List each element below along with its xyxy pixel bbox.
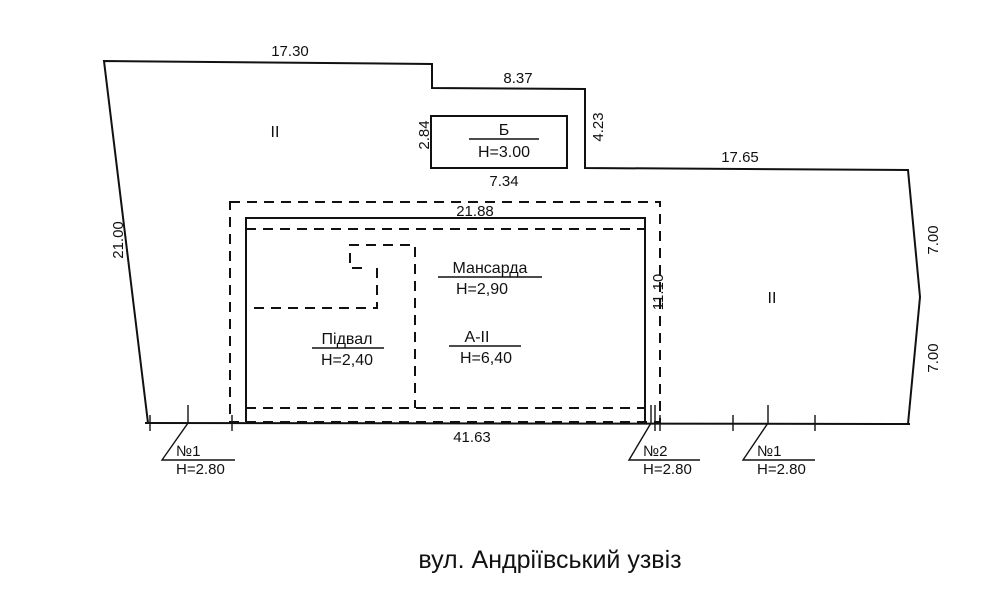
baseline [144, 422, 911, 425]
dim-step-right: 4.23 [590, 112, 607, 141]
svg-text:№2: №2 [643, 443, 667, 460]
dim-bottom: 41.63 [453, 429, 491, 446]
main-name: А-ІІ [465, 329, 490, 346]
dim-left: 21.00 [110, 221, 127, 259]
main-height: H=6,40 [460, 350, 512, 367]
shed-outline [430, 115, 568, 169]
dim-shed-height: 2.84 [416, 120, 433, 149]
building-setback-dashed [229, 201, 661, 423]
elevation-marker-3: №1 H=2.80 [741, 405, 815, 478]
attic-height: H=2,90 [456, 281, 508, 298]
shed-height: H=3.00 [478, 144, 530, 161]
zone-left: II [271, 124, 280, 141]
shed-name: Б [499, 122, 510, 139]
dim-top-mid: 8.37 [503, 70, 532, 87]
basement-outline [349, 244, 416, 408]
basement-name: Підвал [322, 331, 373, 348]
dim-shed-width: 7.34 [489, 173, 518, 190]
dim-top-left: 17.30 [271, 43, 309, 60]
dim-building-top: 21.88 [456, 203, 494, 220]
dim-right-upper: 7.00 [925, 225, 942, 254]
svg-text:№1: №1 [757, 443, 781, 460]
svg-text:H=2.80: H=2.80 [176, 461, 225, 478]
building-outline [245, 217, 646, 422]
svg-text:H=2.80: H=2.80 [643, 461, 692, 478]
plot-boundary [102, 59, 922, 425]
svg-text:H=2.80: H=2.80 [757, 461, 806, 478]
baseline-ticks [149, 405, 816, 431]
elevation-marker-1: №1 H=2.80 [160, 405, 235, 478]
dim-right-lower: 7.00 [925, 343, 942, 372]
attic-name: Мансарда [453, 260, 528, 277]
zone-right: II [768, 290, 777, 307]
dim-top-right: 17.65 [721, 149, 759, 166]
svg-text:№1: №1 [176, 443, 200, 460]
elevation-marker-2: №2 H=2.80 [627, 405, 700, 478]
basement-outline-2 [246, 268, 378, 309]
street-name: вул. Андріївський узвіз [418, 546, 681, 574]
dim-building-right: 11.10 [650, 274, 667, 310]
basement-height: H=2,40 [321, 352, 373, 369]
